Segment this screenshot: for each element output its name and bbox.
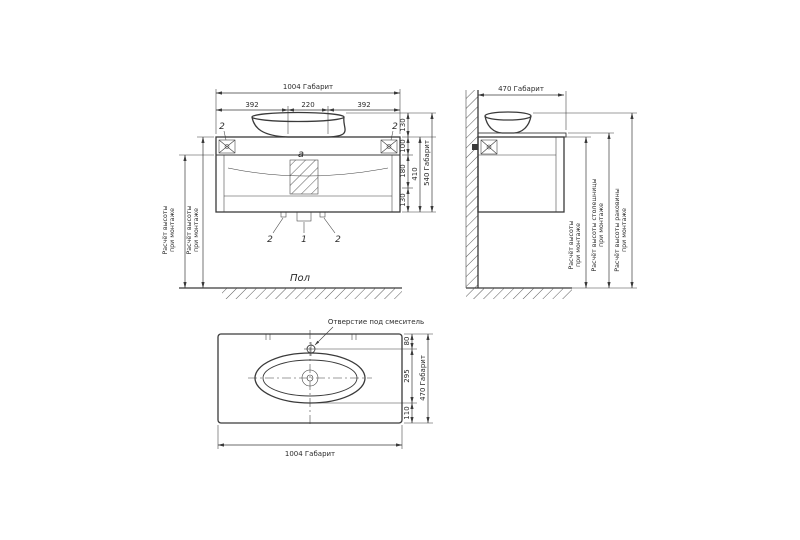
dim-plan-overall-width: 1004 Габарит xyxy=(285,450,335,458)
callout-2-top-right: 2 xyxy=(392,122,398,132)
callout-2-bottom-left: 2 xyxy=(267,235,273,245)
siphon-cutout-hatch xyxy=(289,159,319,195)
side-note-countertop-line1: Расчёт высоты столешницы xyxy=(590,178,598,271)
dim-seg-center: 220 xyxy=(301,101,314,109)
dim-plan-hole-offset: 80 xyxy=(403,337,411,346)
dim-plan-overall-depth: 470 Габарит xyxy=(419,355,427,401)
floor-label: Пол xyxy=(290,273,311,284)
bracket-right xyxy=(380,139,398,154)
dim-front-overall-width: 1004 Габарит xyxy=(283,83,333,91)
dim-low-section: 130 xyxy=(399,193,407,206)
mount-note-a-line2: при монтаже xyxy=(193,208,200,252)
callout-1-bottom: 1 xyxy=(301,235,307,245)
front-view: a 2 2 2 1 2 xyxy=(161,83,436,299)
side-note-countertop-line2: при монтаже xyxy=(598,203,605,247)
drain-hole xyxy=(301,369,319,387)
floor-hatch-front xyxy=(222,288,402,299)
dim-seg-right: 392 xyxy=(357,101,370,109)
mount-note-b-line1: Расчёт высоты xyxy=(161,205,169,254)
faucet-hole-note: Отверстие под смеситель xyxy=(328,318,424,326)
side-view: 470 Габарит Расчёт высоты при монтаже Ра… xyxy=(465,85,637,299)
siphon-outlet xyxy=(296,211,312,222)
dim-sink-height: 130 xyxy=(399,118,407,131)
wall-hatch xyxy=(466,90,478,288)
side-note-height-line2: при монтаже xyxy=(575,223,582,267)
dim-top-section: 100 xyxy=(399,139,407,152)
vessel-sink-front xyxy=(251,111,346,138)
side-note-sink-line2: при монтаже xyxy=(621,208,628,252)
dim-side-overall-depth: 470 Габарит xyxy=(498,85,544,93)
floor-hatch-side xyxy=(466,288,572,299)
dim-plan-sink-span: 295 xyxy=(403,369,411,382)
bracket-left xyxy=(218,139,236,154)
mount-note-a-line1: Расчёт высоты xyxy=(185,205,193,254)
callout-2-top-left: 2 xyxy=(219,122,225,132)
dim-front-overall-height: 540 Габарит xyxy=(423,140,431,186)
side-note-height-line1: Расчёт высоты xyxy=(567,220,575,269)
side-note-sink-line1: Расчёт высоты раковины xyxy=(613,188,621,271)
callout-2-bottom-right: 2 xyxy=(335,235,341,245)
mount-note-b-line2: при монтаже xyxy=(169,208,176,252)
vessel-sink-side xyxy=(484,111,532,134)
dim-plan-front-offset: 110 xyxy=(403,406,411,419)
dim-cabinet-height: 410 xyxy=(411,167,419,180)
sink-bowl-plan xyxy=(254,352,366,404)
wall-bracket xyxy=(472,139,498,155)
plan-view: Отверстие под смеситель 80 295 110 xyxy=(217,318,433,458)
section-label-a: a xyxy=(298,149,304,160)
dim-seg-left: 392 xyxy=(245,101,258,109)
dim-mid-section: 180 xyxy=(399,164,407,177)
cabinet-side-outline xyxy=(477,136,565,213)
